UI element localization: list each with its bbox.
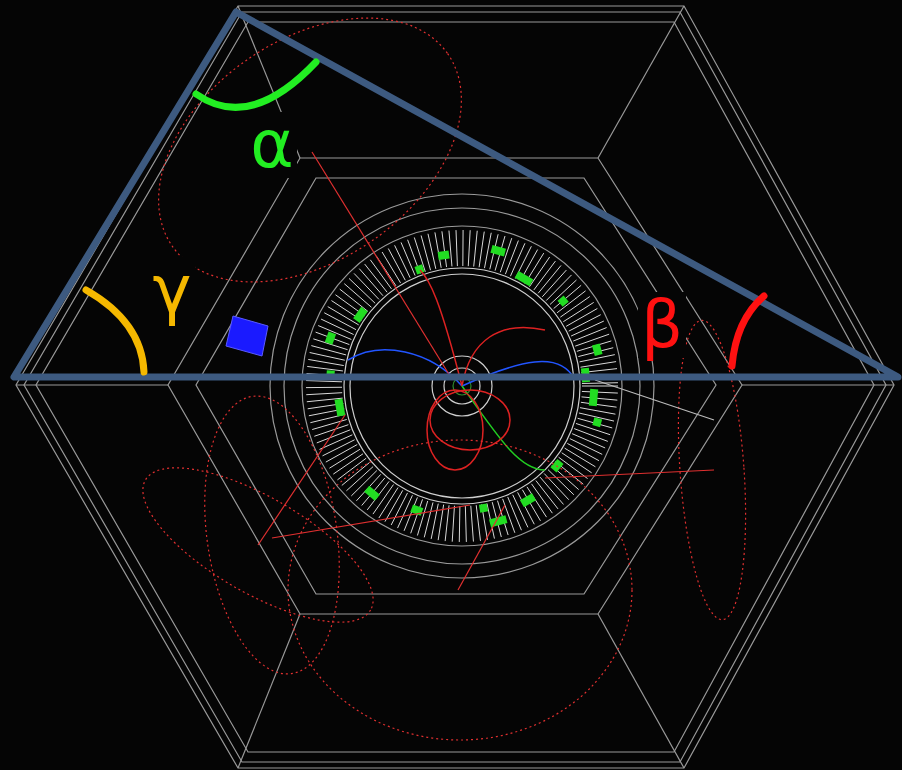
energy-deposits [325,245,603,527]
energy-block [592,417,602,427]
crystal-tick [307,366,343,371]
energy-block [438,251,450,260]
energy-block [364,486,380,501]
crystal-tick [567,443,599,460]
crystal-tick [452,506,454,542]
crystal-tick [306,393,342,395]
energy-block [353,307,368,323]
crystal-tick [575,334,609,346]
energy-block [520,493,536,507]
crystal-tick [581,402,617,407]
crystal-tick [388,249,405,281]
crystal-tick [398,495,413,528]
detector-outline [16,6,894,768]
crystal-tick [582,382,618,384]
crystal-tick [574,429,608,442]
crystal-tick [508,497,522,530]
crystal-tick [465,506,466,542]
crystal-tick [571,321,604,336]
crystal-tick [442,231,447,267]
energy-block [490,245,506,256]
crystal-tick [411,499,423,533]
crystal-tick [431,504,438,539]
crystal-tick [401,242,415,275]
calorimeter-ring [306,230,618,542]
crystal-tick [462,230,463,266]
alpha-label: α [247,112,297,178]
crystal-tick [484,233,491,268]
crystal-tick [456,230,457,266]
energy-block [515,271,534,286]
energy-block [325,332,336,345]
crystal-tick [435,232,441,267]
beta-label: β [638,292,686,358]
crystal-tick [573,328,606,341]
crystal-tick [308,359,343,365]
energy-block [557,296,568,307]
angle-arcs [86,62,764,372]
crystal-tick [582,391,618,393]
crystal-tick [311,346,346,355]
crystal-tick [570,439,602,455]
muon-hit [226,316,268,356]
unitarity-triangle [14,12,898,377]
crystal-tick [476,505,480,541]
crystal-tick [449,231,452,267]
crystal-tick [319,435,352,450]
crystal-tick [479,232,484,268]
crystal-tick [474,231,478,267]
crystal-tick [580,408,615,414]
crystal-tick [306,387,342,388]
crystal-tick [471,506,474,542]
crystal-tick [321,319,354,334]
gamma-label: γ [149,257,194,323]
energy-block [592,343,603,356]
energy-block [589,389,598,407]
crystal-tick [578,418,613,428]
crystal-tick [566,308,597,326]
outer-tracks [109,0,754,740]
crystal-tick [510,243,525,276]
crystal-tick [306,381,342,382]
crystal-tick [326,445,357,463]
crystal-tick [569,315,601,331]
crystal-tick [382,252,400,283]
crystal-tick [324,313,356,330]
crystal-tick [395,245,411,277]
crystal-tick [391,493,407,525]
tracker-rings [344,268,580,504]
crystal-tick [581,362,617,368]
crystal-tick [316,332,350,344]
energy-block [334,398,345,416]
crystal-tick [580,355,615,362]
crystal-tick [505,241,518,275]
crystal-tick [468,230,470,266]
crystal-tick [417,501,427,535]
crystal-tick [428,234,436,269]
crystal-tick [459,506,461,542]
crystal-tick [582,397,618,400]
crystal-tick [445,505,449,541]
energy-block [479,503,488,512]
crystal-tick [572,434,605,448]
